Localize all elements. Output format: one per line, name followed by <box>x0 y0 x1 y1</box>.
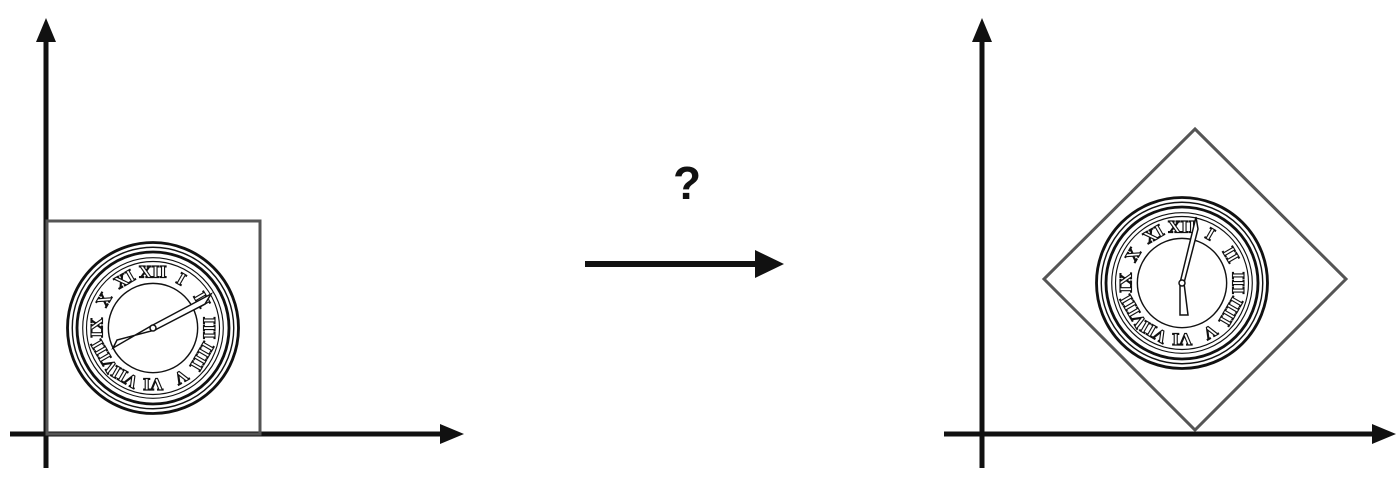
source-clock <box>66 241 240 415</box>
target-coordinate-system <box>944 18 1396 468</box>
source-y-axis-arrowhead <box>36 18 56 42</box>
target-x-axis-arrowhead <box>1372 424 1396 444</box>
source-x-axis-arrowhead <box>440 424 464 444</box>
source-clock-hands <box>111 292 214 350</box>
target-y-axis-arrowhead <box>972 18 992 42</box>
source-coordinate-system <box>10 18 464 468</box>
transform-arrowhead <box>755 250 784 278</box>
source-bounding-square <box>45 219 262 436</box>
transform-arrow <box>585 250 784 278</box>
target-bounding-diamond <box>1041 126 1349 433</box>
transform-question-label: ? <box>672 157 702 209</box>
target-clock <box>1095 196 1269 370</box>
target-clock-hands <box>1178 216 1199 316</box>
